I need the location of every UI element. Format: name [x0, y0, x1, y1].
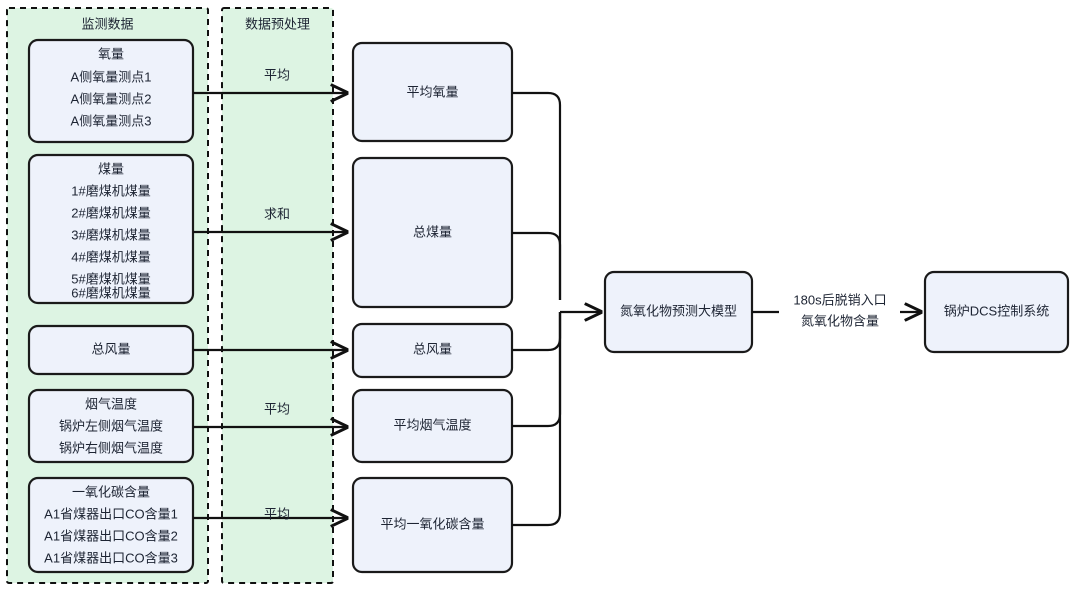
source-fluegas-temp-item-2: 锅炉右侧烟气温度 — [59, 440, 163, 455]
processed-label-total-coal: 总煤量 — [413, 224, 452, 239]
source-oxygen-item-2: A侧氧量测点2 — [71, 91, 152, 106]
source-oxygen-title: 氧量 — [98, 46, 124, 61]
source-co-item-3: A1省煤器出口CO含量3 — [44, 550, 178, 565]
edge-merge-to-model — [512, 91, 601, 527]
edge-model-to-dcs: 180s后脱销入口 氮氧化物含量 — [752, 292, 921, 328]
source-fluegas-temp-item-1: 锅炉左侧烟气温度 — [59, 418, 163, 433]
edge-label-op-fluegas-temp: 平均 — [264, 401, 290, 416]
model-label: 氮氧化物预测大模型 — [620, 303, 737, 318]
edge-fluegas-temp-to-avg-fluegas-temp: 平均 — [193, 401, 347, 427]
source-node-oxygen[interactable]: 氧量 A侧氧量测点1 A侧氧量测点2 A侧氧量测点3 — [27, 38, 195, 144]
source-coal-item-6: 6#磨煤机煤量 — [71, 285, 150, 300]
edge-label-op-co: 平均 — [264, 506, 290, 521]
source-node-air[interactable]: 总风量 — [27, 324, 195, 376]
group-title-preprocess: 数据预处理 — [245, 16, 310, 31]
group-title-monitoring: 监测数据 — [81, 16, 133, 31]
group-panel-preprocess: 数据预处理 — [221, 7, 334, 584]
controller-label: 锅炉DCS控制系统 — [944, 303, 1049, 318]
edge-label-output-line1: 180s后脱销入口 — [793, 292, 886, 307]
source-coal-item-5: 5#磨煤机煤量 — [71, 271, 150, 286]
processed-node-avg-co[interactable]: 平均一氧化碳含量 — [351, 476, 514, 574]
source-coal-item-1: 1#磨煤机煤量 — [71, 183, 150, 198]
processed-label-avg-oxygen: 平均氧量 — [406, 84, 458, 99]
processed-node-avg-fluegas-temp[interactable]: 平均烟气温度 — [351, 388, 514, 464]
source-co-item-2: A1省煤器出口CO含量2 — [44, 528, 178, 543]
source-oxygen-item-1: A侧氧量测点1 — [71, 69, 152, 84]
source-air-title: 总风量 — [91, 341, 130, 356]
edge-label-output-line2: 氮氧化物含量 — [801, 313, 879, 328]
processed-node-avg-oxygen[interactable]: 平均氧量 — [351, 41, 514, 143]
source-coal-item-2: 2#磨煤机煤量 — [71, 205, 150, 220]
source-node-co[interactable]: 一氧化碳含量 A1省煤器出口CO含量1 A1省煤器出口CO含量2 A1省煤器出口… — [27, 476, 195, 574]
source-co-item-1: A1省煤器出口CO含量1 — [44, 506, 178, 521]
model-node-nox-model[interactable]: 氮氧化物预测大模型 — [603, 270, 754, 354]
processed-node-total-air[interactable]: 总风量 — [351, 322, 514, 379]
processed-label-total-air: 总风量 — [413, 341, 452, 356]
processed-label-avg-co: 平均一氧化碳含量 — [380, 516, 484, 531]
edge-co-to-avg-co: 平均 — [193, 506, 347, 521]
source-fluegas-temp-title: 烟气温度 — [85, 396, 137, 411]
edge-label-op-oxygen: 平均 — [264, 67, 290, 82]
source-coal-item-3: 3#磨煤机煤量 — [71, 227, 150, 242]
edge-oxygen-to-avg-oxygen: 平均 — [193, 67, 347, 93]
source-coal-title: 煤量 — [98, 161, 124, 176]
processed-label-avg-fluegas-temp: 平均烟气温度 — [393, 417, 471, 432]
processed-node-total-coal[interactable]: 总煤量 — [351, 156, 514, 309]
controller-node-dcs[interactable]: 锅炉DCS控制系统 — [923, 270, 1070, 354]
edge-coal-to-total-coal: 求和 — [193, 206, 347, 232]
source-co-title: 一氧化碳含量 — [72, 484, 150, 499]
source-node-coal[interactable]: 煤量 1#磨煤机煤量 2#磨煤机煤量 3#磨煤机煤量 4#磨煤机煤量 5#磨煤机… — [27, 153, 195, 305]
edge-label-op-coal: 求和 — [264, 206, 290, 221]
source-oxygen-item-3: A侧氧量测点3 — [71, 113, 152, 128]
source-coal-item-4: 4#磨煤机煤量 — [71, 249, 150, 264]
source-node-fluegas-temp[interactable]: 烟气温度 锅炉左侧烟气温度 锅炉右侧烟气温度 — [27, 388, 195, 464]
